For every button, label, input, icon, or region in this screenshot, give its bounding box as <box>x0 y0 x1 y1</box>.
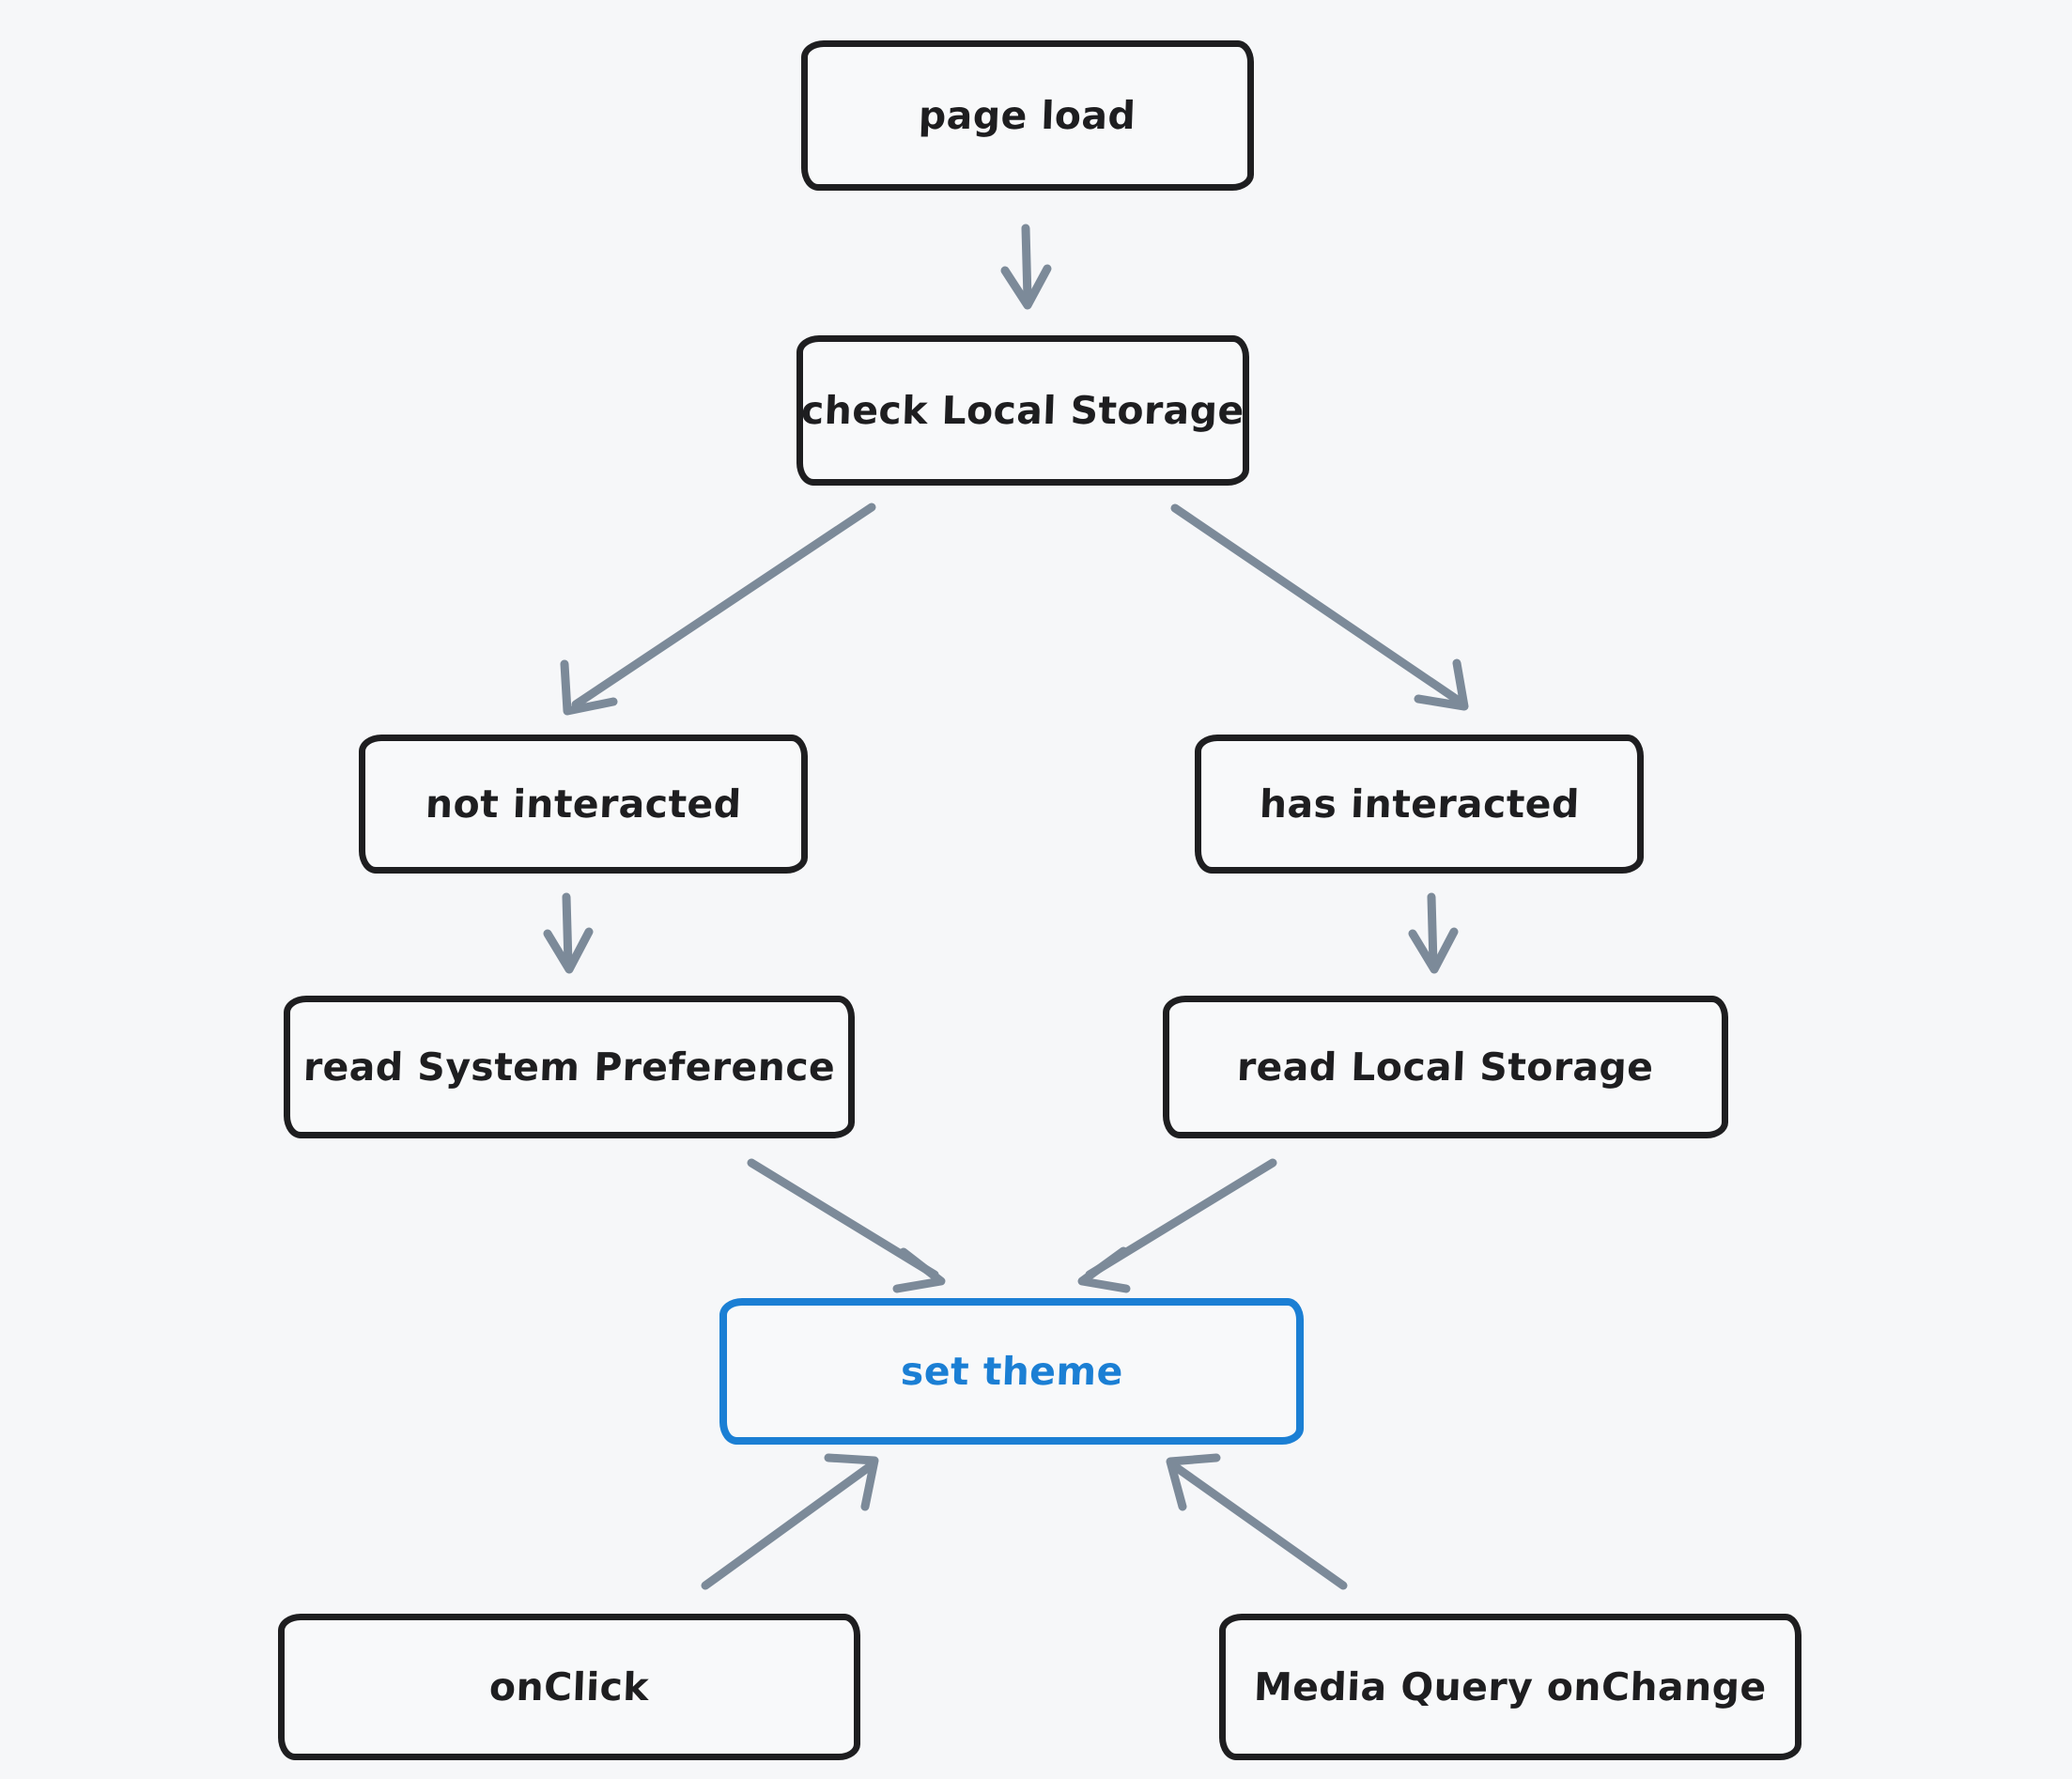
node-read-system-preference-label: read System Preference <box>302 1044 836 1090</box>
edge-page-load-to-check-local <box>1000 224 1052 310</box>
node-has-interacted-label: has interacted <box>1258 781 1581 827</box>
node-read-local-storage-label: read Local Storage <box>1236 1044 1655 1090</box>
edge-has-interacted-to-read-local <box>1408 892 1459 974</box>
node-media-query-onchange-label: Media Query onChange <box>1253 1663 1768 1709</box>
node-not-interacted-label: not interacted <box>424 781 743 827</box>
node-page-load[interactable]: page load <box>801 40 1254 191</box>
edge-not-interacted-to-read-sys-pref <box>543 892 594 974</box>
node-not-interacted[interactable]: not interacted <box>359 735 808 874</box>
node-check-local-storage[interactable]: check Local Storage <box>796 335 1249 486</box>
node-set-theme-label: set theme <box>899 1348 1124 1394</box>
node-media-query-onchange[interactable]: Media Query onChange <box>1219 1614 1801 1760</box>
edge-read-sys-pref-to-set-theme <box>747 1158 946 1293</box>
node-page-load-label: page load <box>918 92 1137 138</box>
node-set-theme[interactable]: set theme <box>719 1298 1304 1445</box>
node-check-local-storage-label: check Local Storage <box>800 387 1245 433</box>
edge-read-local-to-set-theme <box>1077 1158 1277 1293</box>
edge-onclick-to-set-theme <box>701 1453 879 1590</box>
node-onclick-label: onClick <box>488 1663 650 1709</box>
edge-media-query-to-set-theme <box>1166 1453 1348 1590</box>
node-has-interacted[interactable]: has interacted <box>1195 735 1644 874</box>
edge-check-local-to-not-interacted <box>560 503 876 716</box>
edge-check-local-to-has-interacted <box>1170 503 1469 711</box>
node-read-local-storage[interactable]: read Local Storage <box>1163 996 1728 1138</box>
node-read-system-preference[interactable]: read System Preference <box>284 996 855 1138</box>
node-onclick[interactable]: onClick <box>278 1614 860 1760</box>
